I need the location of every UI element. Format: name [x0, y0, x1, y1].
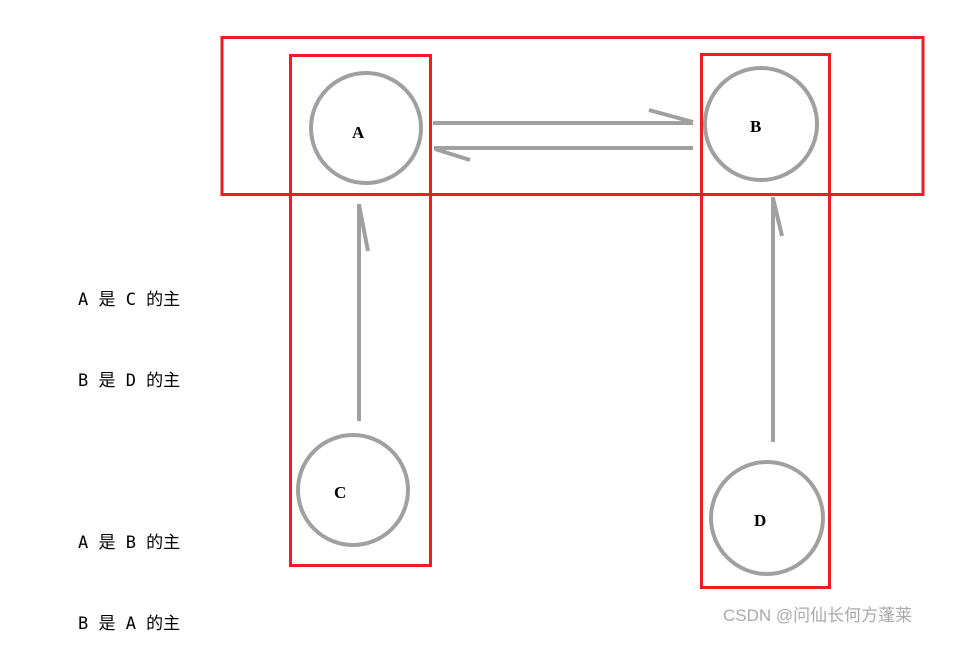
node-b-circle — [703, 66, 819, 182]
group-box-left-ac — [289, 54, 432, 567]
legend-line: B 是 D 的主 — [78, 371, 181, 391]
arrow-a-to-b — [433, 108, 694, 125]
legend-line: A 是 B 的主 — [78, 533, 181, 553]
node-a-circle — [309, 71, 423, 185]
node-a-label: A — [352, 123, 365, 142]
node-c: C — [296, 433, 410, 547]
node-d-label: D — [754, 511, 766, 530]
node-d-circle — [709, 460, 825, 576]
legend-spacer — [78, 449, 180, 476]
master-relationship-diagram: A B C D — [220, 36, 925, 589]
legend-line: B 是 A 的主 — [78, 614, 181, 634]
legend-line: A 是 C 的主 — [78, 290, 181, 310]
relationship-legend: A 是 C 的主 B 是 D 的主 A 是 B 的主 B 是 A 的主 — [78, 233, 180, 665]
node-c-circle — [296, 433, 410, 547]
group-box-right-bd — [700, 53, 831, 589]
node-d: D — [709, 460, 825, 576]
arrow-b-to-a — [434, 146, 693, 162]
node-b-label: B — [750, 117, 761, 136]
node-c-label: C — [334, 483, 346, 502]
arrow-d-to-b — [771, 197, 784, 442]
arrow-c-to-a — [357, 204, 370, 421]
node-b: B — [703, 66, 819, 182]
csdn-watermark: CSDN @问仙长何方蓬莱 — [723, 606, 913, 625]
node-a: A — [309, 71, 423, 185]
group-box-top-ab — [220, 36, 925, 196]
